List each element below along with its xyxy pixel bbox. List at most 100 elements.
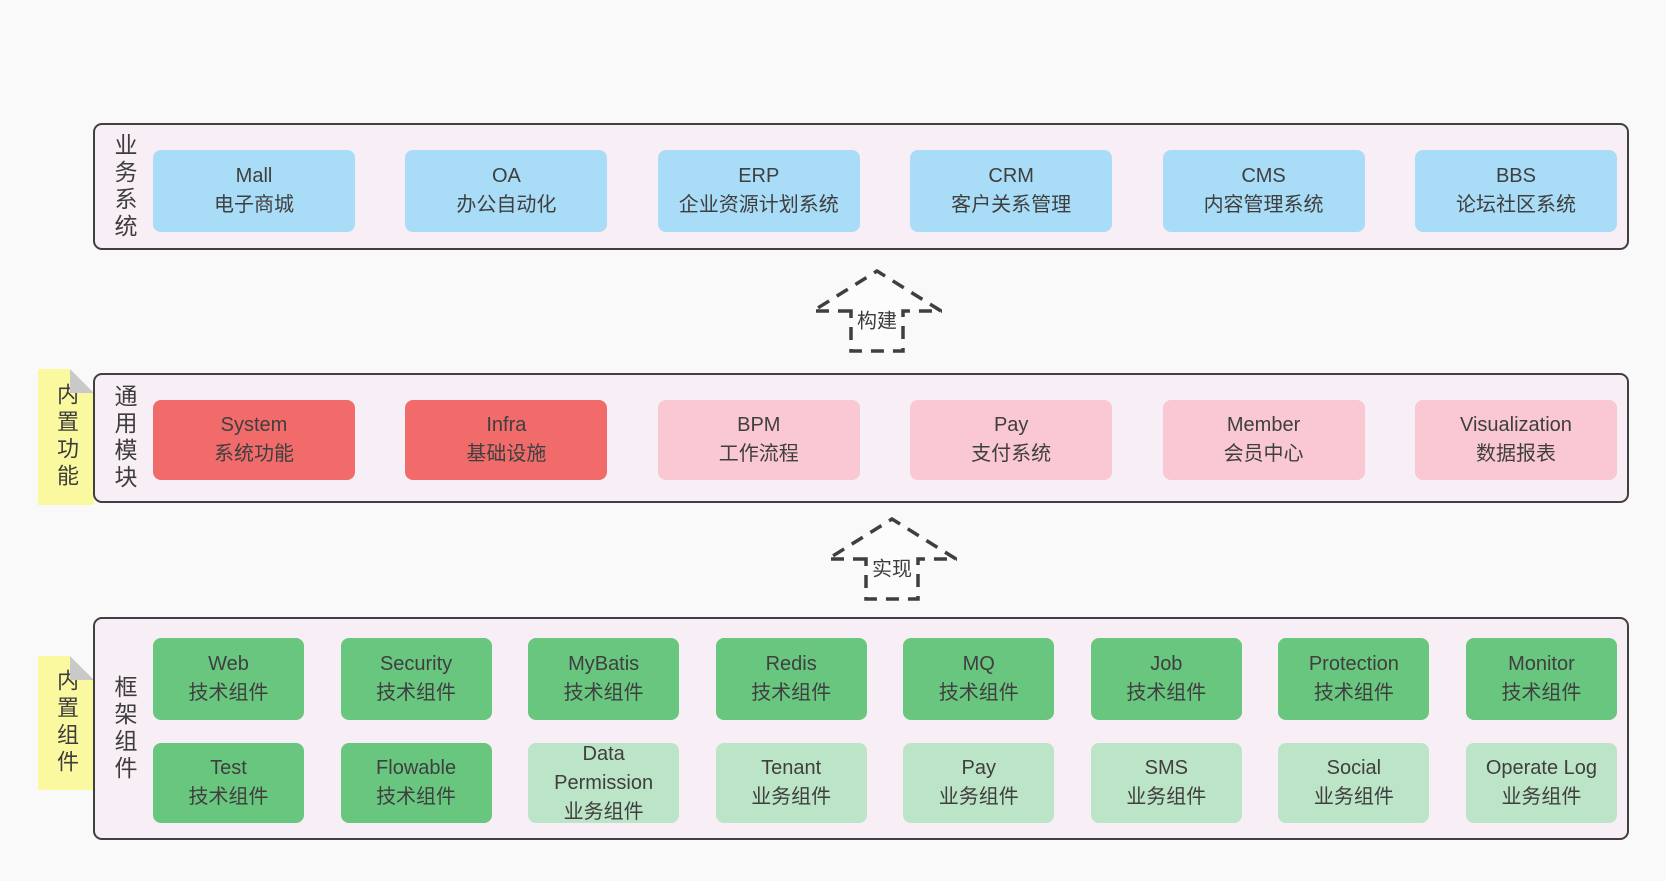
box-subtitle: 办公自动化 xyxy=(456,194,557,216)
box-test: Test 技术组件 xyxy=(153,743,304,823)
build-arrow: 构建 xyxy=(812,269,942,353)
box-subtitle: 工作流程 xyxy=(718,443,799,465)
components-row-1: Web 技术组件 Security 技术组件 MyBatis 技术组件 Redi… xyxy=(153,638,1617,720)
box-title: Pay xyxy=(993,414,1029,436)
box-monitor: Monitor 技术组件 xyxy=(1465,638,1617,720)
box-web: Web 技术组件 xyxy=(153,638,304,720)
box-visualization: Visualization 数据报表 xyxy=(1414,400,1617,480)
box-title: Operate Log xyxy=(1485,757,1598,779)
box-title: Web xyxy=(208,653,249,675)
box-subtitle: 技术组件 xyxy=(1501,682,1582,704)
box-title: Member xyxy=(1226,414,1301,436)
box-subtitle: 技术组件 xyxy=(376,682,457,704)
box-pay-component: Pay 业务组件 xyxy=(903,743,1055,823)
layer-common-modules: 通用模块 System 系统功能 Infra 基础设施 BPM 工作流程 Pay… xyxy=(93,373,1629,503)
box-title: Mall xyxy=(235,165,273,187)
box-title: Flowable xyxy=(376,757,457,779)
box-system: System 系统功能 xyxy=(153,400,355,480)
box-subtitle: 技术组件 xyxy=(938,682,1019,704)
layer-framework-components: 框架组件 Web 技术组件 Security 技术组件 MyBatis 技术组件… xyxy=(93,617,1629,840)
box-title: CRM xyxy=(988,165,1034,187)
modules-boxes-row: System 系统功能 Infra 基础设施 BPM 工作流程 Pay 支付系统… xyxy=(153,400,1617,480)
box-title: Monitor xyxy=(1508,653,1575,675)
box-subtitle: 技术组件 xyxy=(563,682,644,704)
box-subtitle: 技术组件 xyxy=(188,682,269,704)
box-tenant: Tenant 业务组件 xyxy=(715,743,867,823)
box-subtitle: 业务组件 xyxy=(938,786,1019,808)
box-title: Redis xyxy=(765,653,817,675)
sticky-tag-label: 内置组件 xyxy=(54,669,79,777)
sticky-tag-builtin-features: 内置功能 xyxy=(38,369,94,505)
box-title: Data Permission xyxy=(554,742,654,794)
box-subtitle: 内容管理系统 xyxy=(1203,194,1324,216)
box-subtitle: 业务组件 xyxy=(1501,786,1582,808)
box-title: Test xyxy=(210,757,247,779)
box-subtitle: 技术组件 xyxy=(376,786,457,808)
box-title: MQ xyxy=(962,653,995,675)
box-cms: CMS 内容管理系统 xyxy=(1162,150,1365,232)
box-social: Social 业务组件 xyxy=(1278,743,1430,823)
box-title: Tenant xyxy=(761,757,822,779)
box-title: MyBatis xyxy=(568,653,640,675)
box-erp: ERP 企业资源计划系统 xyxy=(657,150,860,232)
box-title: CMS xyxy=(1241,165,1286,187)
box-crm: CRM 客户关系管理 xyxy=(910,150,1113,232)
box-title: Social xyxy=(1326,757,1382,779)
layer-business-systems: 业务系统 Mall 电子商城 OA 办公自动化 ERP 企业资源计划系统 CRM… xyxy=(93,123,1629,250)
box-subtitle: 业务组件 xyxy=(751,786,832,808)
box-mybatis: MyBatis 技术组件 xyxy=(528,638,680,720)
box-subtitle: 业务组件 xyxy=(1313,786,1394,808)
box-member: Member 会员中心 xyxy=(1162,400,1365,480)
box-oa: OA 办公自动化 xyxy=(405,150,608,232)
box-title: Pay xyxy=(961,757,996,779)
box-redis: Redis 技术组件 xyxy=(715,638,867,720)
implement-arrow-label: 实现 xyxy=(870,552,914,582)
box-title: Job xyxy=(1150,653,1183,675)
box-job: Job 技术组件 xyxy=(1090,638,1242,720)
box-subtitle: 企业资源计划系统 xyxy=(678,194,839,216)
implement-arrow: 实现 xyxy=(827,517,957,601)
box-subtitle: 支付系统 xyxy=(971,443,1052,465)
box-mq: MQ 技术组件 xyxy=(903,638,1055,720)
box-subtitle: 论坛社区系统 xyxy=(1455,194,1576,216)
box-subtitle: 客户关系管理 xyxy=(951,194,1072,216)
box-subtitle: 系统功能 xyxy=(214,443,294,465)
folded-corner-icon xyxy=(70,369,94,393)
box-subtitle: 业务组件 xyxy=(563,800,644,823)
box-subtitle: 会员中心 xyxy=(1223,443,1304,465)
box-pay-system: Pay 支付系统 xyxy=(910,400,1113,480)
layer-label-modules: 通用模块 xyxy=(111,384,137,492)
box-subtitle: 数据报表 xyxy=(1475,443,1556,465)
box-subtitle: 技术组件 xyxy=(1313,682,1394,704)
box-bpm: BPM 工作流程 xyxy=(657,400,860,480)
business-boxes-row: Mall 电子商城 OA 办公自动化 ERP 企业资源计划系统 CRM 客户关系… xyxy=(153,150,1617,232)
box-title: ERP xyxy=(738,165,780,187)
build-arrow-label: 构建 xyxy=(855,304,899,334)
sticky-tag-builtin-components: 内置组件 xyxy=(38,656,94,790)
box-flowable: Flowable 技术组件 xyxy=(340,743,492,823)
box-bbs: BBS 论坛社区系统 xyxy=(1414,150,1617,232)
box-protection: Protection 技术组件 xyxy=(1278,638,1430,720)
box-data-permission: Data Permission 业务组件 xyxy=(528,742,680,823)
box-infra: Infra 基础设施 xyxy=(405,400,608,480)
box-title: BBS xyxy=(1495,165,1536,187)
box-subtitle: 技术组件 xyxy=(751,682,832,704)
layer-label-components: 框架组件 xyxy=(111,674,137,783)
box-title: Security xyxy=(379,653,453,675)
box-title: OA xyxy=(491,165,521,187)
box-operate-log: Operate Log 业务组件 xyxy=(1465,743,1617,823)
box-subtitle: 技术组件 xyxy=(1126,682,1207,704)
box-title: Visualization xyxy=(1459,414,1572,436)
box-mall: Mall 电子商城 xyxy=(153,150,355,232)
layer-label-business: 业务系统 xyxy=(111,132,137,241)
box-sms: SMS 业务组件 xyxy=(1090,743,1242,823)
components-row-2: Test 技术组件 Flowable 技术组件 Data Permission … xyxy=(153,743,1617,823)
box-subtitle: 电子商城 xyxy=(214,194,294,216)
box-title: SMS xyxy=(1144,757,1188,779)
box-subtitle: 技术组件 xyxy=(188,786,269,808)
box-security: Security 技术组件 xyxy=(340,638,492,720)
box-subtitle: 业务组件 xyxy=(1126,786,1207,808)
folded-corner-icon xyxy=(70,656,94,680)
box-title: Infra xyxy=(486,414,527,436)
